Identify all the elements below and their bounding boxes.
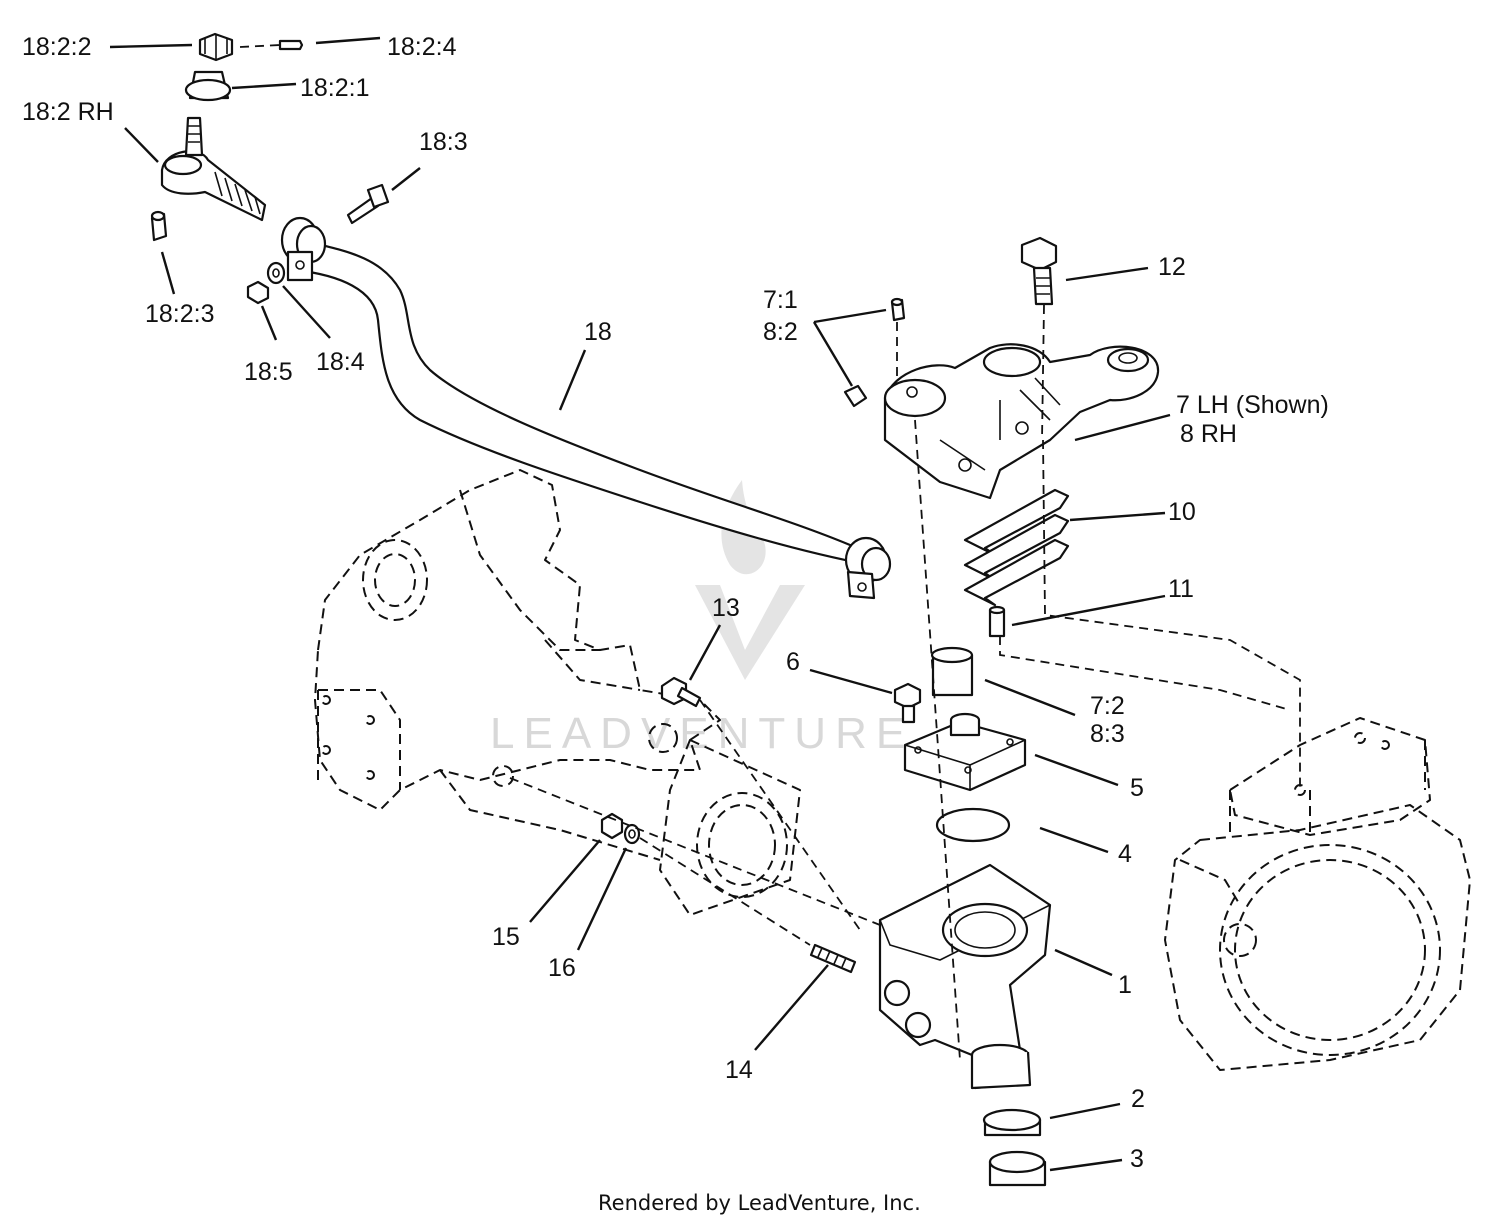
label-18-2-rh: 18:2 RH [22,98,114,126]
cotter-pin [278,39,304,51]
label-18-2-2: 18:2:2 [22,33,92,61]
label-18-3: 18:3 [419,128,468,156]
steering-arm-grease-fitting [890,297,906,322]
tie-rod [280,216,892,600]
label-18-2-3: 18:2:3 [145,300,215,328]
steering-arm [883,343,1160,500]
o-ring [935,807,1011,843]
label-18: 18 [584,318,612,346]
label-10: 10 [1168,498,1196,526]
spindle-bushing [988,1150,1047,1187]
castle-nut [198,32,234,62]
king-pin-cap [903,712,1027,792]
label-6: 6 [786,648,800,676]
label-14: 14 [725,1056,753,1084]
label-15: 15 [492,923,520,951]
label-11: 11 [1168,575,1194,603]
callout-labels: 18:2:2 18:2:4 18:2:1 18:2 RH 18:3 18:2:3… [22,33,1329,1173]
grease-fitting [150,210,168,242]
bolt-6 [893,682,922,724]
label-4: 4 [1118,840,1132,868]
label-2: 2 [1131,1085,1145,1113]
label-5: 5 [1130,774,1144,802]
label-18-2-1: 18:2:1 [300,74,370,102]
bolt-12 [1020,236,1058,306]
label-12: 12 [1158,253,1186,281]
shims [963,488,1070,607]
stud-14 [809,943,857,974]
label-18-4: 18:4 [316,348,365,376]
nut-18-5 [246,280,270,305]
axle-housing-right-ghost [1164,717,1471,1071]
label-1: 1 [1118,971,1132,999]
label-18-2-4: 18:2:4 [387,33,457,61]
bolt-13 [660,676,702,708]
bearing-race [982,1108,1042,1137]
footer-credit: Rendered by LeadVenture, Inc. [598,1191,921,1215]
assembly-lines [239,44,1301,1061]
label-8-2: 8:2 [763,318,798,346]
dowel-pin [988,605,1006,638]
steering-arm-plug [843,384,868,408]
tie-rod-end [160,116,267,222]
label-8-rh: 8 RH [1180,420,1237,448]
washer-16 [623,823,641,845]
axle-housing-left-ghost [314,469,801,916]
spindle-housing [878,863,1052,1090]
nut-15 [600,812,624,840]
leader-lines [109,36,1171,1172]
label-13: 13 [712,594,740,622]
bushing [930,646,974,697]
ball-joint-boot [184,70,232,102]
label-7-1: 7:1 [763,286,798,314]
washer-18-4 [266,261,286,285]
label-7-lh: 7 LH (Shown) [1176,391,1329,419]
label-8-3: 8:3 [1090,720,1125,748]
label-18-5: 18:5 [244,358,293,386]
label-7-2: 7:2 [1090,692,1125,720]
label-16: 16 [548,954,576,982]
clamp-bolt [346,183,390,225]
watermark-text: LEADVENTURE [490,709,914,758]
label-3: 3 [1130,1145,1144,1173]
